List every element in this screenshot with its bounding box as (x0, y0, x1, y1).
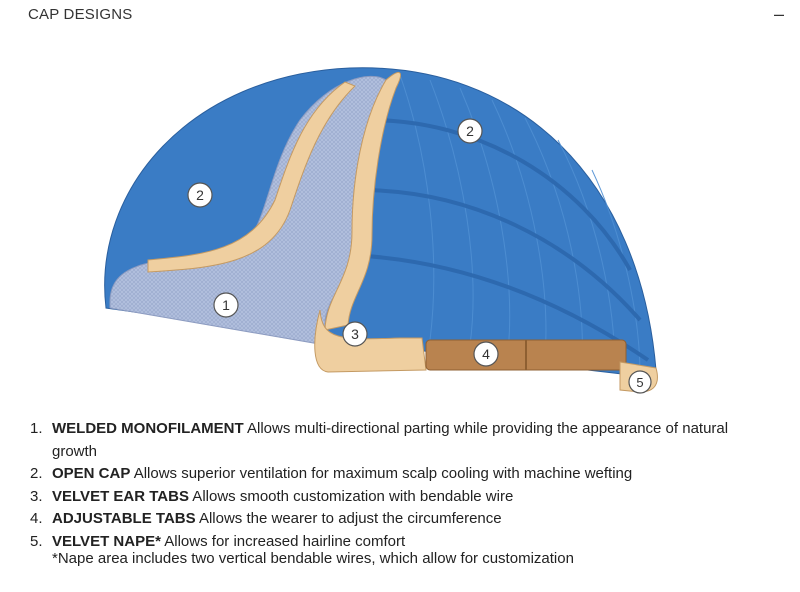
callout-1: 1 (213, 292, 239, 318)
feature-list: 1. WELDED MONOFILAMENT Allows multi-direc… (30, 418, 750, 553)
feature-name: OPEN CAP (52, 465, 131, 482)
svg-text:2: 2 (466, 123, 474, 139)
feature-name: WELDED MONOFILAMENT (52, 420, 244, 437)
callout-4: 4 (473, 341, 499, 367)
callout-5: 5 (628, 370, 652, 394)
feature-item: 1. WELDED MONOFILAMENT Allows multi-direc… (30, 418, 750, 463)
callout-2-rear: 2 (457, 118, 483, 144)
callout-3: 3 (342, 321, 368, 347)
feature-number: 3. (30, 487, 43, 505)
feature-item: 3. VELVET EAR TABS Allows smooth customiz… (30, 486, 750, 509)
feature-desc: Allows for increased hairline comfort (160, 532, 406, 550)
velvet-ear-tab (314, 309, 427, 373)
feature-number: 2. (30, 465, 43, 482)
collapse-toggle[interactable]: – (773, 4, 784, 24)
feature-desc: Allows the wearer to adjust the circumfe… (195, 510, 502, 527)
nape-footnote: *Nape area includes two vertical bendabl… (52, 550, 574, 567)
svg-text:3: 3 (351, 326, 359, 342)
open-cap-wefts (349, 118, 650, 362)
feature-name: ADJUSTABLE TABS (52, 510, 196, 527)
svg-text:1: 1 (222, 297, 230, 313)
callout-2-front: 2 (187, 182, 213, 208)
section-header: CAP DESIGNS – (28, 4, 788, 28)
feature-item: 5. VELVET NAPE* Allows for increased hair… (30, 531, 750, 554)
velvet-border-front (147, 81, 356, 273)
cap-diagram: 1 2 2 3 4 5 (104, 67, 658, 394)
feature-item: 4. ADJUSTABLE TABS Allows the wearer to a… (30, 508, 750, 531)
feature-number: 4. (30, 510, 43, 527)
feature-desc: Allows smooth customization with bendabl… (188, 487, 514, 505)
svg-text:5: 5 (636, 375, 643, 390)
feature-name: VELVET EAR TABS (52, 487, 189, 505)
feature-desc: Allows multi-directional parting while p… (52, 420, 729, 460)
svg-text:4: 4 (482, 346, 490, 362)
feature-desc: Allows superior ventilation for maximum … (130, 465, 633, 482)
section-title: CAP DESIGNS (28, 6, 133, 23)
feature-name: VELVET NAPE* (52, 532, 161, 550)
feature-number: 5. (30, 532, 43, 550)
svg-text:2: 2 (196, 187, 204, 203)
feature-item: 2. OPEN CAP Allows superior ventilation f… (30, 463, 750, 486)
velvet-border-top (324, 72, 401, 331)
feature-number: 1. (30, 420, 43, 437)
